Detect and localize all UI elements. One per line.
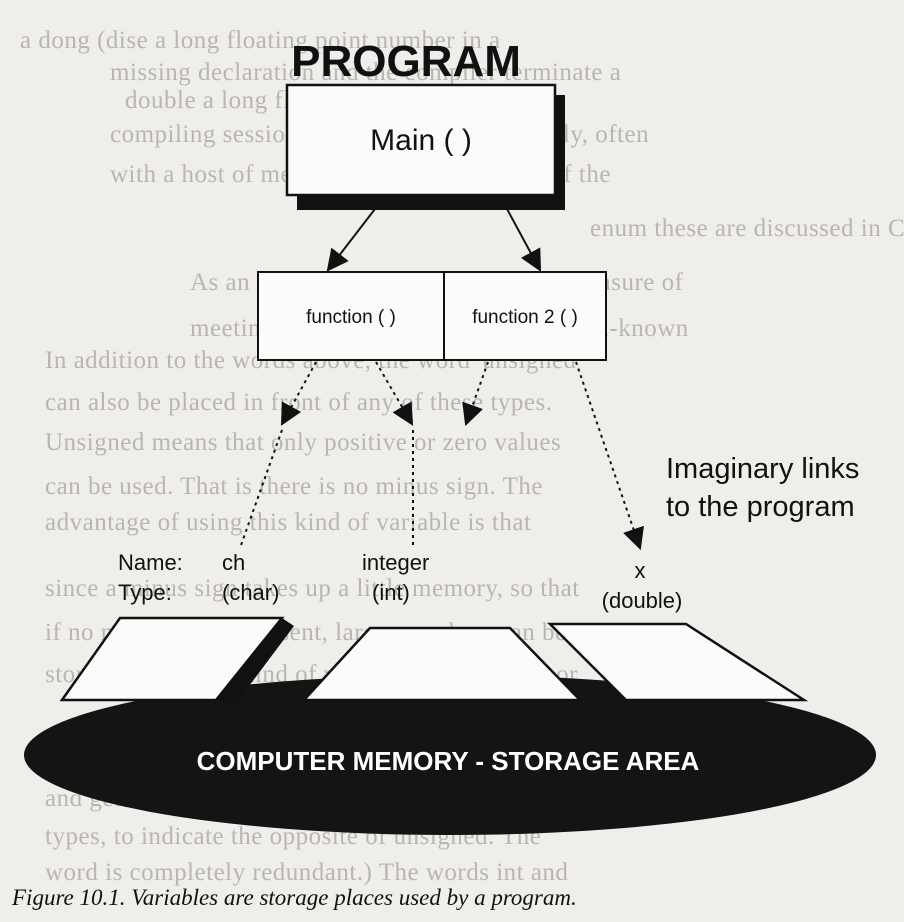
annotation-line2: to the program [666,491,855,523]
function-box-frame [257,271,445,361]
slot-integer [301,626,583,702]
main-box-frame [285,83,557,197]
arrow-main-to-function2 [499,195,542,272]
memory-label: COMPUTER MEMORY - STORAGE AREA [197,746,700,776]
var-ch-type: (char) [222,580,279,605]
var-name-label: Name: [118,550,183,575]
bleed-line: can be used. That is there is no minus s… [45,473,543,500]
bleed-line: a dong (dise a long floating point numbe… [20,27,501,54]
memory-ellipse [24,675,876,835]
bleed-line: word is completely redundant.) The words… [45,859,568,886]
function2-box: function 2 ( ) [443,271,607,361]
slot-ch-edge [216,618,294,706]
bleed-line: enum these are discussed in Chapter 15 [590,215,904,242]
var-integer-name: integer [362,550,429,575]
main-box-label: Main ( ) [370,124,472,157]
variable-labels: Name: Type: ch (char) integer (int) x (d… [118,550,682,613]
var-x-name: x [635,558,646,583]
function2-box-frame [443,271,607,361]
var-integer-type: (int) [372,580,410,605]
link-function-to-integer [375,361,414,426]
var-x-type: (double) [602,588,683,613]
link-function2-to-x [575,361,644,551]
program-title: PROGRAM [291,37,521,86]
bleed-line: Unsigned means that only positive or zer… [45,429,561,456]
function2-box-label: function 2 ( ) [472,307,578,328]
figure-caption: Figure 10.1. Variables are storage place… [11,885,577,910]
memory-slots [59,616,809,706]
bleed-line: advantage of using this kind of variable… [45,509,531,536]
function-box: function ( ) [257,271,445,361]
var-type-label: Type: [118,580,172,605]
annotation-line1: Imaginary links [666,453,859,485]
arrow-main-to-function [326,195,386,272]
main-box: Main ( ) [285,83,565,210]
function-box-label: function ( ) [306,307,396,328]
slot-x [546,622,809,702]
link-function-to-ch [280,361,317,426]
var-ch-name: ch [222,550,245,575]
bleed-line: since a minus sign takes up a little mem… [45,575,580,602]
imaginary-links [239,361,644,551]
bleed-line: missing declaration and the compiler ter… [110,59,621,86]
